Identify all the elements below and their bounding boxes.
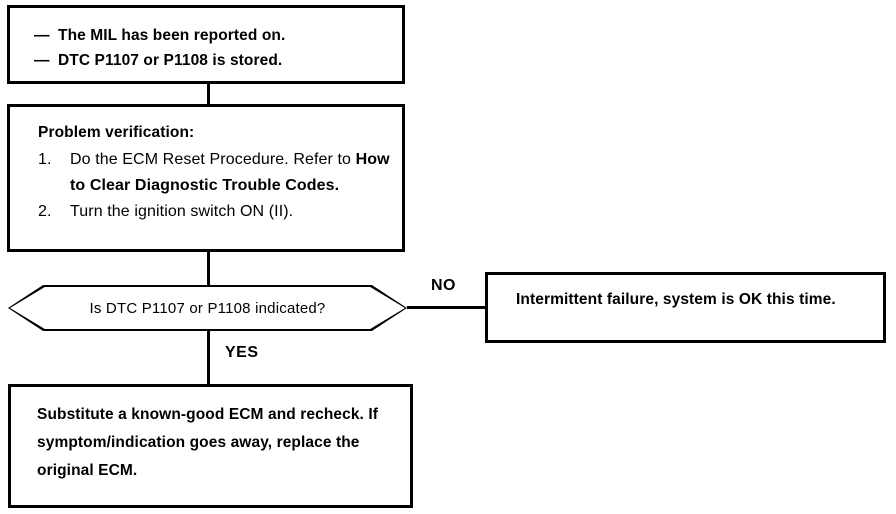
- step-text-regular: Do the ECM Reset Procedure. Refer to: [70, 151, 356, 168]
- intermittent-failure-box: Intermittent failure, system is OK this …: [485, 272, 886, 343]
- symptom-text: DTC P1107 or P1108 is stored.: [58, 52, 283, 69]
- symptom-text: The MIL has been reported on.: [58, 27, 286, 44]
- symptom-box: — The MIL has been reported on. — DTC P1…: [7, 5, 405, 84]
- edge-label-yes: YES: [225, 344, 259, 361]
- step-text-regular: Turn the ignition switch ON (II).: [70, 203, 294, 220]
- list-item: 1. Do the ECM Reset Procedure. Refer to …: [38, 147, 394, 199]
- problem-verification-content: Problem verification: 1. Do the ECM Rese…: [38, 119, 394, 225]
- step-text-emphasis: How to Clear Diagnostic Trouble Codes.: [70, 151, 390, 194]
- step-text: Turn the ignition switch ON (II).: [70, 199, 394, 225]
- list-item: — The MIL has been reported on.: [34, 23, 394, 48]
- connector-no-branch: [407, 306, 486, 309]
- connector-yes-branch: [207, 331, 210, 384]
- edge-label-no: NO: [431, 277, 456, 294]
- decision-question: Is DTC P1107 or P1108 indicated?: [89, 299, 326, 317]
- decision-node-fill: [10, 287, 405, 329]
- connector-symptom-to-verification: [207, 84, 210, 105]
- intermittent-failure-text: Intermittent failure, system is OK this …: [516, 291, 836, 308]
- connector-verification-to-decision: [207, 252, 210, 286]
- substitute-ecm-box: Substitute a known-good ECM and recheck.…: [8, 384, 413, 508]
- problem-verification-heading: Problem verification:: [38, 124, 195, 141]
- decision-node: Is DTC P1107 or P1108 indicated?: [8, 285, 407, 331]
- substitute-ecm-text: Substitute a known-good ECM and recheck.…: [37, 406, 379, 479]
- em-dash-bullet-icon: —: [34, 52, 50, 69]
- problem-verification-box: Problem verification: 1. Do the ECM Rese…: [7, 104, 405, 252]
- em-dash-bullet-icon: —: [34, 27, 50, 44]
- list-item: — DTC P1107 or P1108 is stored.: [34, 48, 394, 73]
- step-text: Do the ECM Reset Procedure. Refer to How…: [70, 147, 394, 199]
- symptom-bullet-list: — The MIL has been reported on. — DTC P1…: [34, 23, 394, 73]
- list-item: 2. Turn the ignition switch ON (II).: [38, 199, 394, 225]
- step-number: 2.: [38, 203, 52, 220]
- step-number: 1.: [38, 151, 52, 168]
